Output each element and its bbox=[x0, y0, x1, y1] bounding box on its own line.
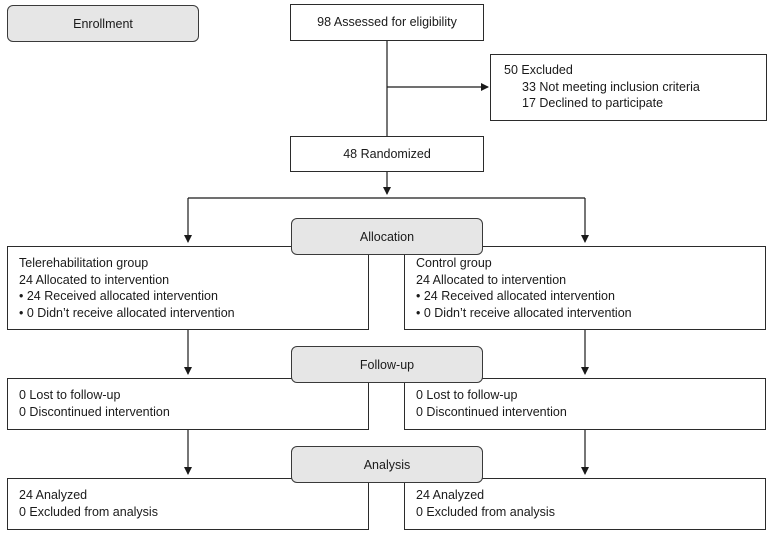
tele-excluded-analysis: 0 Excluded from analysis bbox=[19, 504, 158, 519]
control-not-received: • 0 Didn’t receive allocated interventio… bbox=[416, 305, 632, 320]
randomized-text: 48 Randomized bbox=[343, 146, 431, 161]
followup-label: Follow-up bbox=[359, 357, 415, 372]
tele-allocated: 24 Allocated to intervention bbox=[19, 272, 170, 287]
control-allocated: 24 Allocated to intervention bbox=[416, 272, 567, 287]
allocation-label: Allocation bbox=[359, 229, 415, 244]
tele-discontinued: 0 Discontinued intervention bbox=[19, 404, 170, 419]
excluded-reason-1: 33 Not meeting inclusion criteria bbox=[522, 79, 700, 94]
tele-group-name: Telerehabilitation group bbox=[19, 256, 149, 270]
excluded-title: 50 Excluded bbox=[504, 63, 573, 77]
enrollment-label: Enrollment bbox=[73, 16, 133, 31]
control-followup-box: 0 Lost to follow-up 0 Discontinued inter… bbox=[404, 378, 766, 430]
tele-analysis-box: 24 Analyzed 0 Excluded from analysis bbox=[7, 478, 369, 530]
tele-allocation-box: Telerehabilitation group 24 Allocated to… bbox=[7, 246, 369, 330]
control-excluded-analysis: 0 Excluded from analysis bbox=[416, 504, 555, 519]
excluded-box: 50 Excluded 33 Not meeting inclusion cri… bbox=[490, 54, 767, 121]
assessed-box: 98 Assessed for eligibility bbox=[290, 4, 484, 41]
followup-stage-label: Follow-up bbox=[291, 346, 483, 383]
control-lost: 0 Lost to follow-up bbox=[416, 388, 518, 402]
control-allocation-box: Control group 24 Allocated to interventi… bbox=[404, 246, 766, 330]
excluded-reason-2: 17 Declined to participate bbox=[522, 96, 664, 110]
control-analyzed: 24 Analyzed bbox=[416, 488, 485, 502]
assessed-text: 98 Assessed for eligibility bbox=[317, 15, 457, 30]
control-discontinued: 0 Discontinued intervention bbox=[416, 404, 567, 419]
control-received: • 24 Received allocated intervention bbox=[416, 289, 615, 303]
tele-not-received: • 0 Didn’t receive allocated interventio… bbox=[19, 305, 235, 320]
tele-received: • 24 Received allocated intervention bbox=[19, 289, 218, 303]
randomized-box: 48 Randomized bbox=[290, 136, 484, 172]
analysis-stage-label: Analysis bbox=[291, 446, 483, 483]
control-analysis-box: 24 Analyzed 0 Excluded from analysis bbox=[404, 478, 766, 530]
tele-followup-box: 0 Lost to follow-up 0 Discontinued inter… bbox=[7, 378, 369, 430]
tele-analyzed: 24 Analyzed bbox=[19, 488, 88, 502]
enrollment-stage-label: Enrollment bbox=[7, 5, 199, 42]
allocation-stage-label: Allocation bbox=[291, 218, 483, 255]
control-group-name: Control group bbox=[416, 256, 492, 270]
tele-lost: 0 Lost to follow-up bbox=[19, 388, 121, 402]
analysis-label: Analysis bbox=[363, 457, 411, 472]
